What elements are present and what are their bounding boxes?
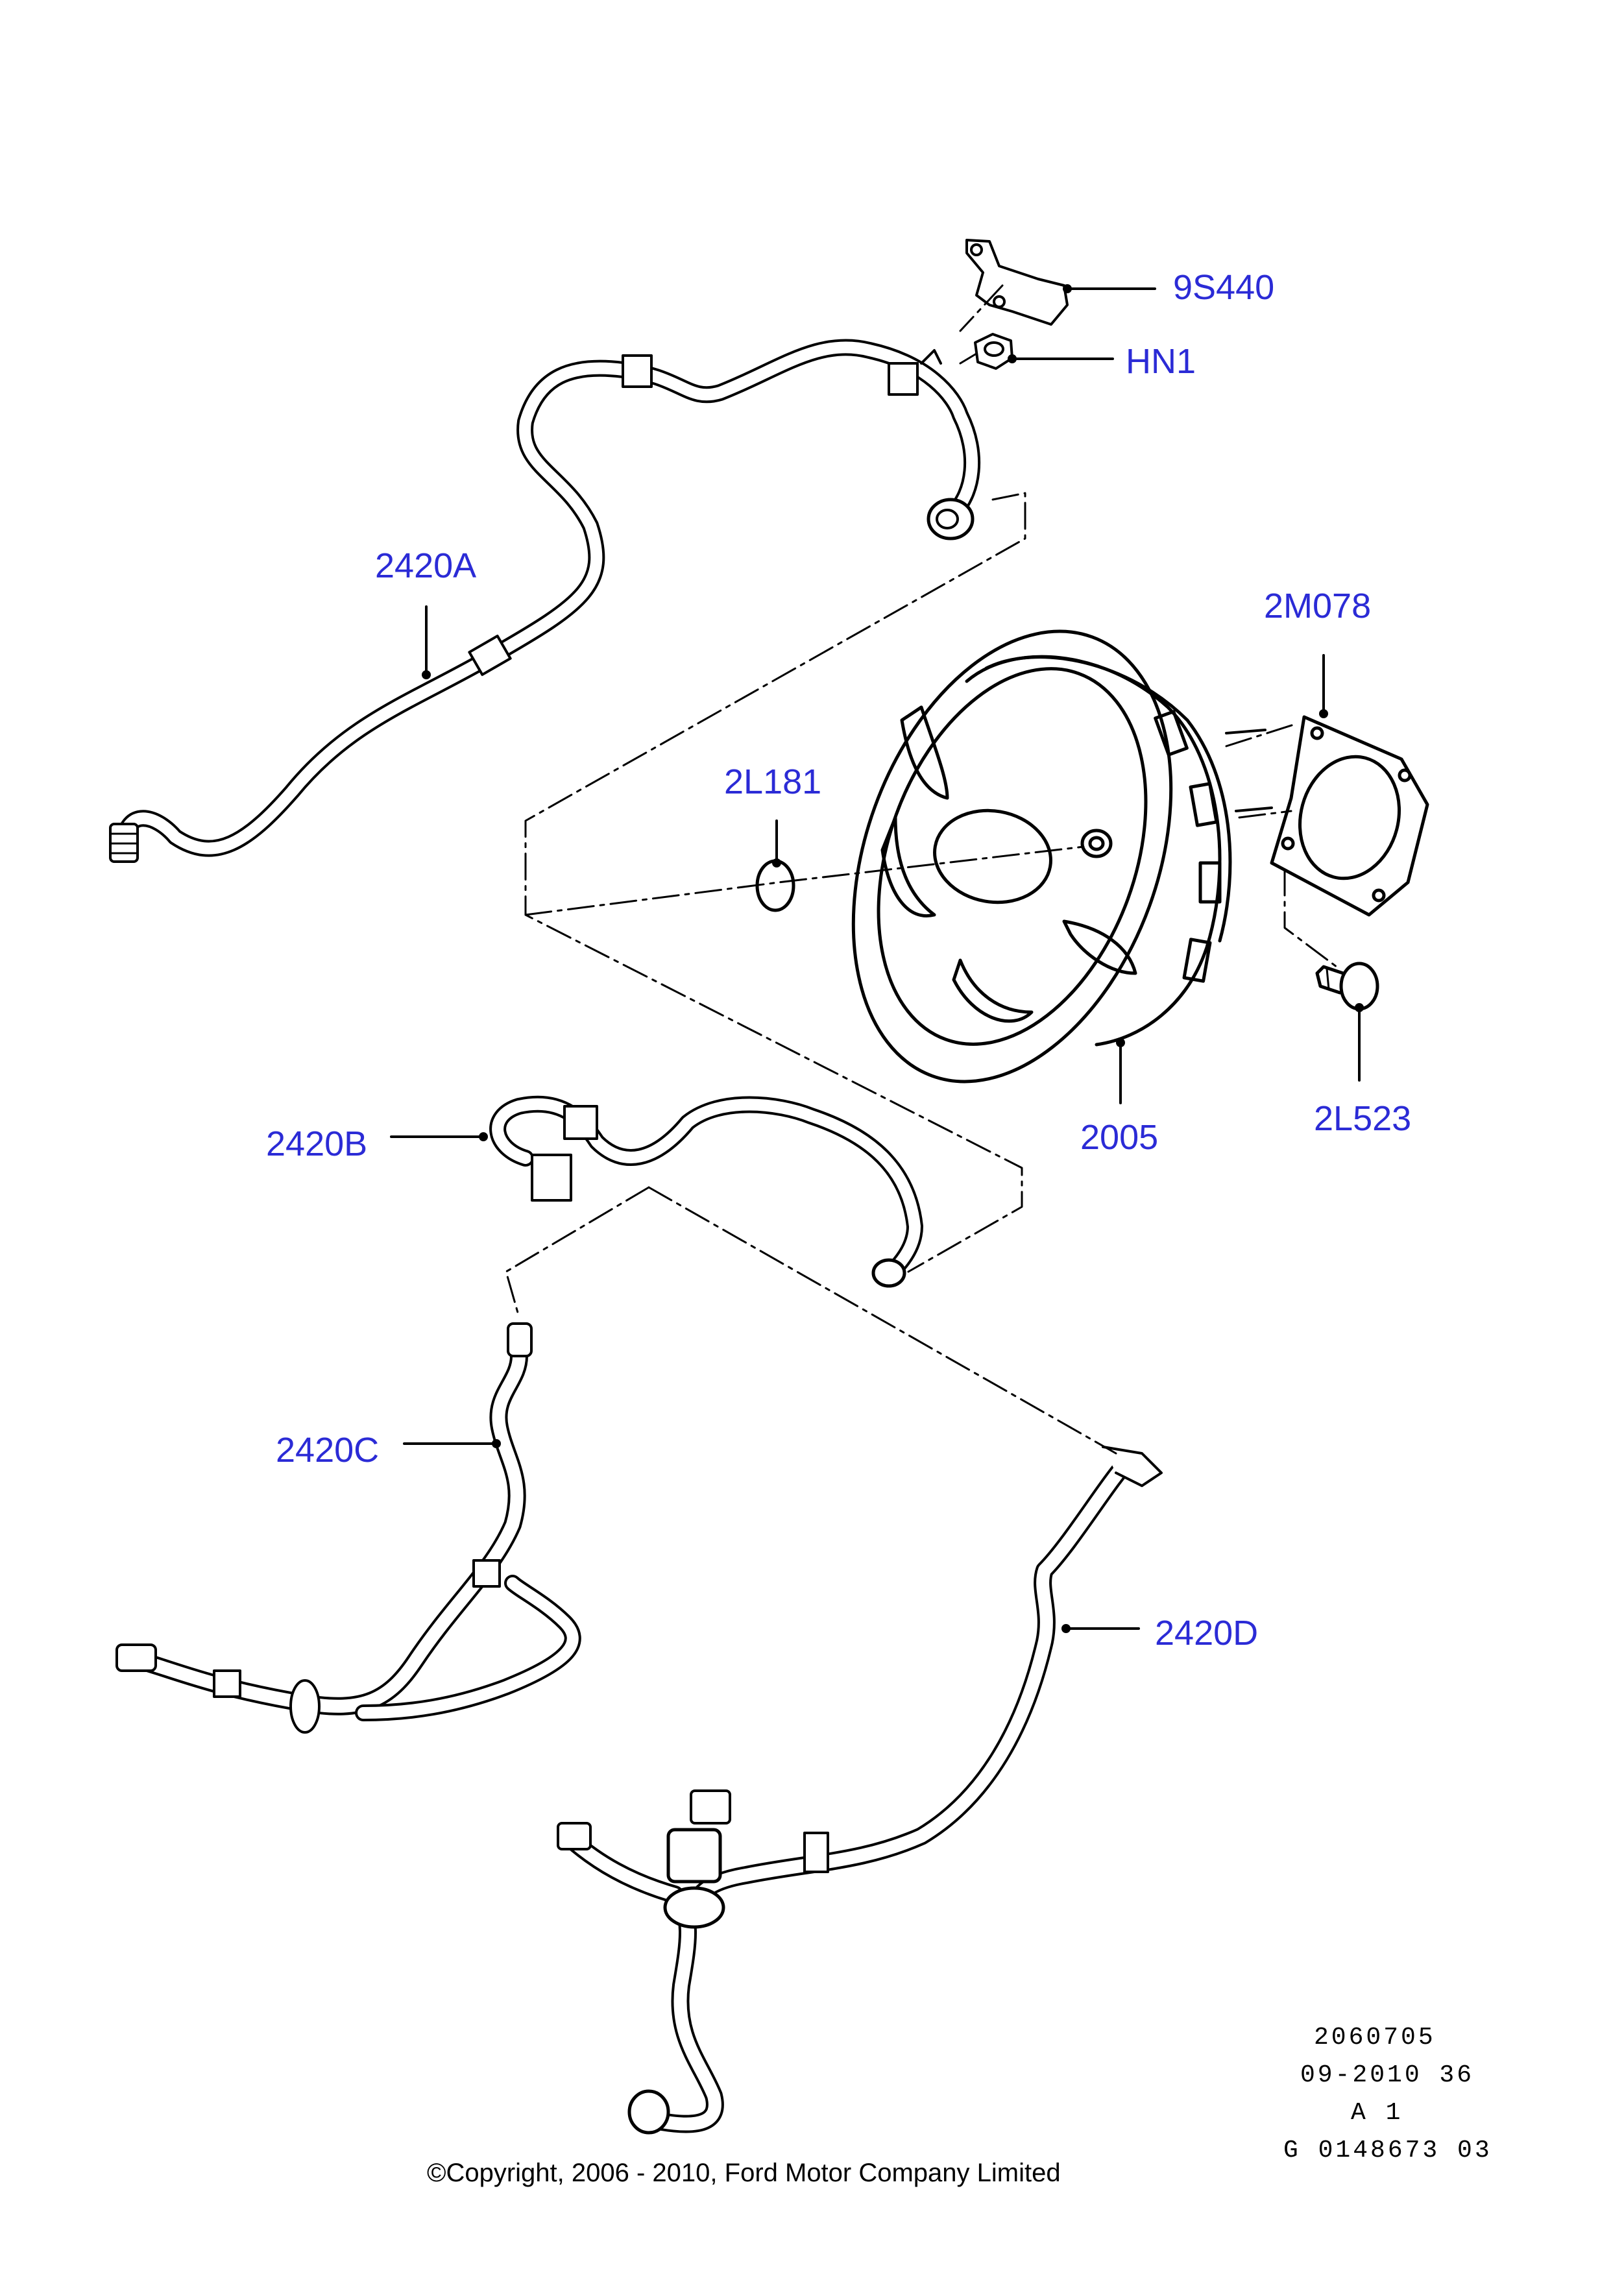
callout-2005: 2005 — [1080, 1118, 1159, 1157]
callout-2420b: 2420B — [266, 1124, 368, 1163]
brake-booster-2005-part — [851, 629, 1273, 1084]
callout-2l523: 2L523 — [1314, 1099, 1412, 1138]
hose-2420d-part — [557, 1446, 1163, 2135]
gasket-2m078-part — [1270, 715, 1429, 917]
hose-2420c-part — [115, 1322, 581, 1734]
callout-2l181: 2L181 — [724, 762, 822, 801]
callout-2420d: 2420D — [1155, 1614, 1259, 1653]
bolt-2l523-part — [1315, 962, 1379, 1011]
callout-hn1: HN1 — [1126, 342, 1196, 381]
reference-line-4: G 0148673 03 — [1283, 2137, 1492, 2164]
hose-2420a-part — [109, 339, 981, 863]
seal-2l181-part — [755, 859, 795, 912]
nut-hn1-part — [974, 333, 1013, 370]
reference-line-2: 09-2010 36 — [1300, 2061, 1475, 2089]
callout-2420c: 2420C — [276, 1431, 380, 1470]
reference-line-3: A 1 — [1351, 2099, 1403, 2127]
reference-line-1: 2060705 — [1314, 2024, 1436, 2052]
bracket-9s440-part — [965, 239, 1069, 326]
copyright-notice: ©Copyright, 2006 - 2010, Ford Motor Comp… — [427, 2159, 1061, 2187]
assembly-lines — [505, 284, 1338, 1455]
callout-2m078: 2M078 — [1264, 587, 1372, 625]
leader-lines — [390, 284, 1364, 1633]
callout-9s440: 9S440 — [1173, 268, 1275, 307]
hose-2420b-part — [489, 1095, 923, 1288]
callout-2420a: 2420A — [375, 546, 477, 585]
